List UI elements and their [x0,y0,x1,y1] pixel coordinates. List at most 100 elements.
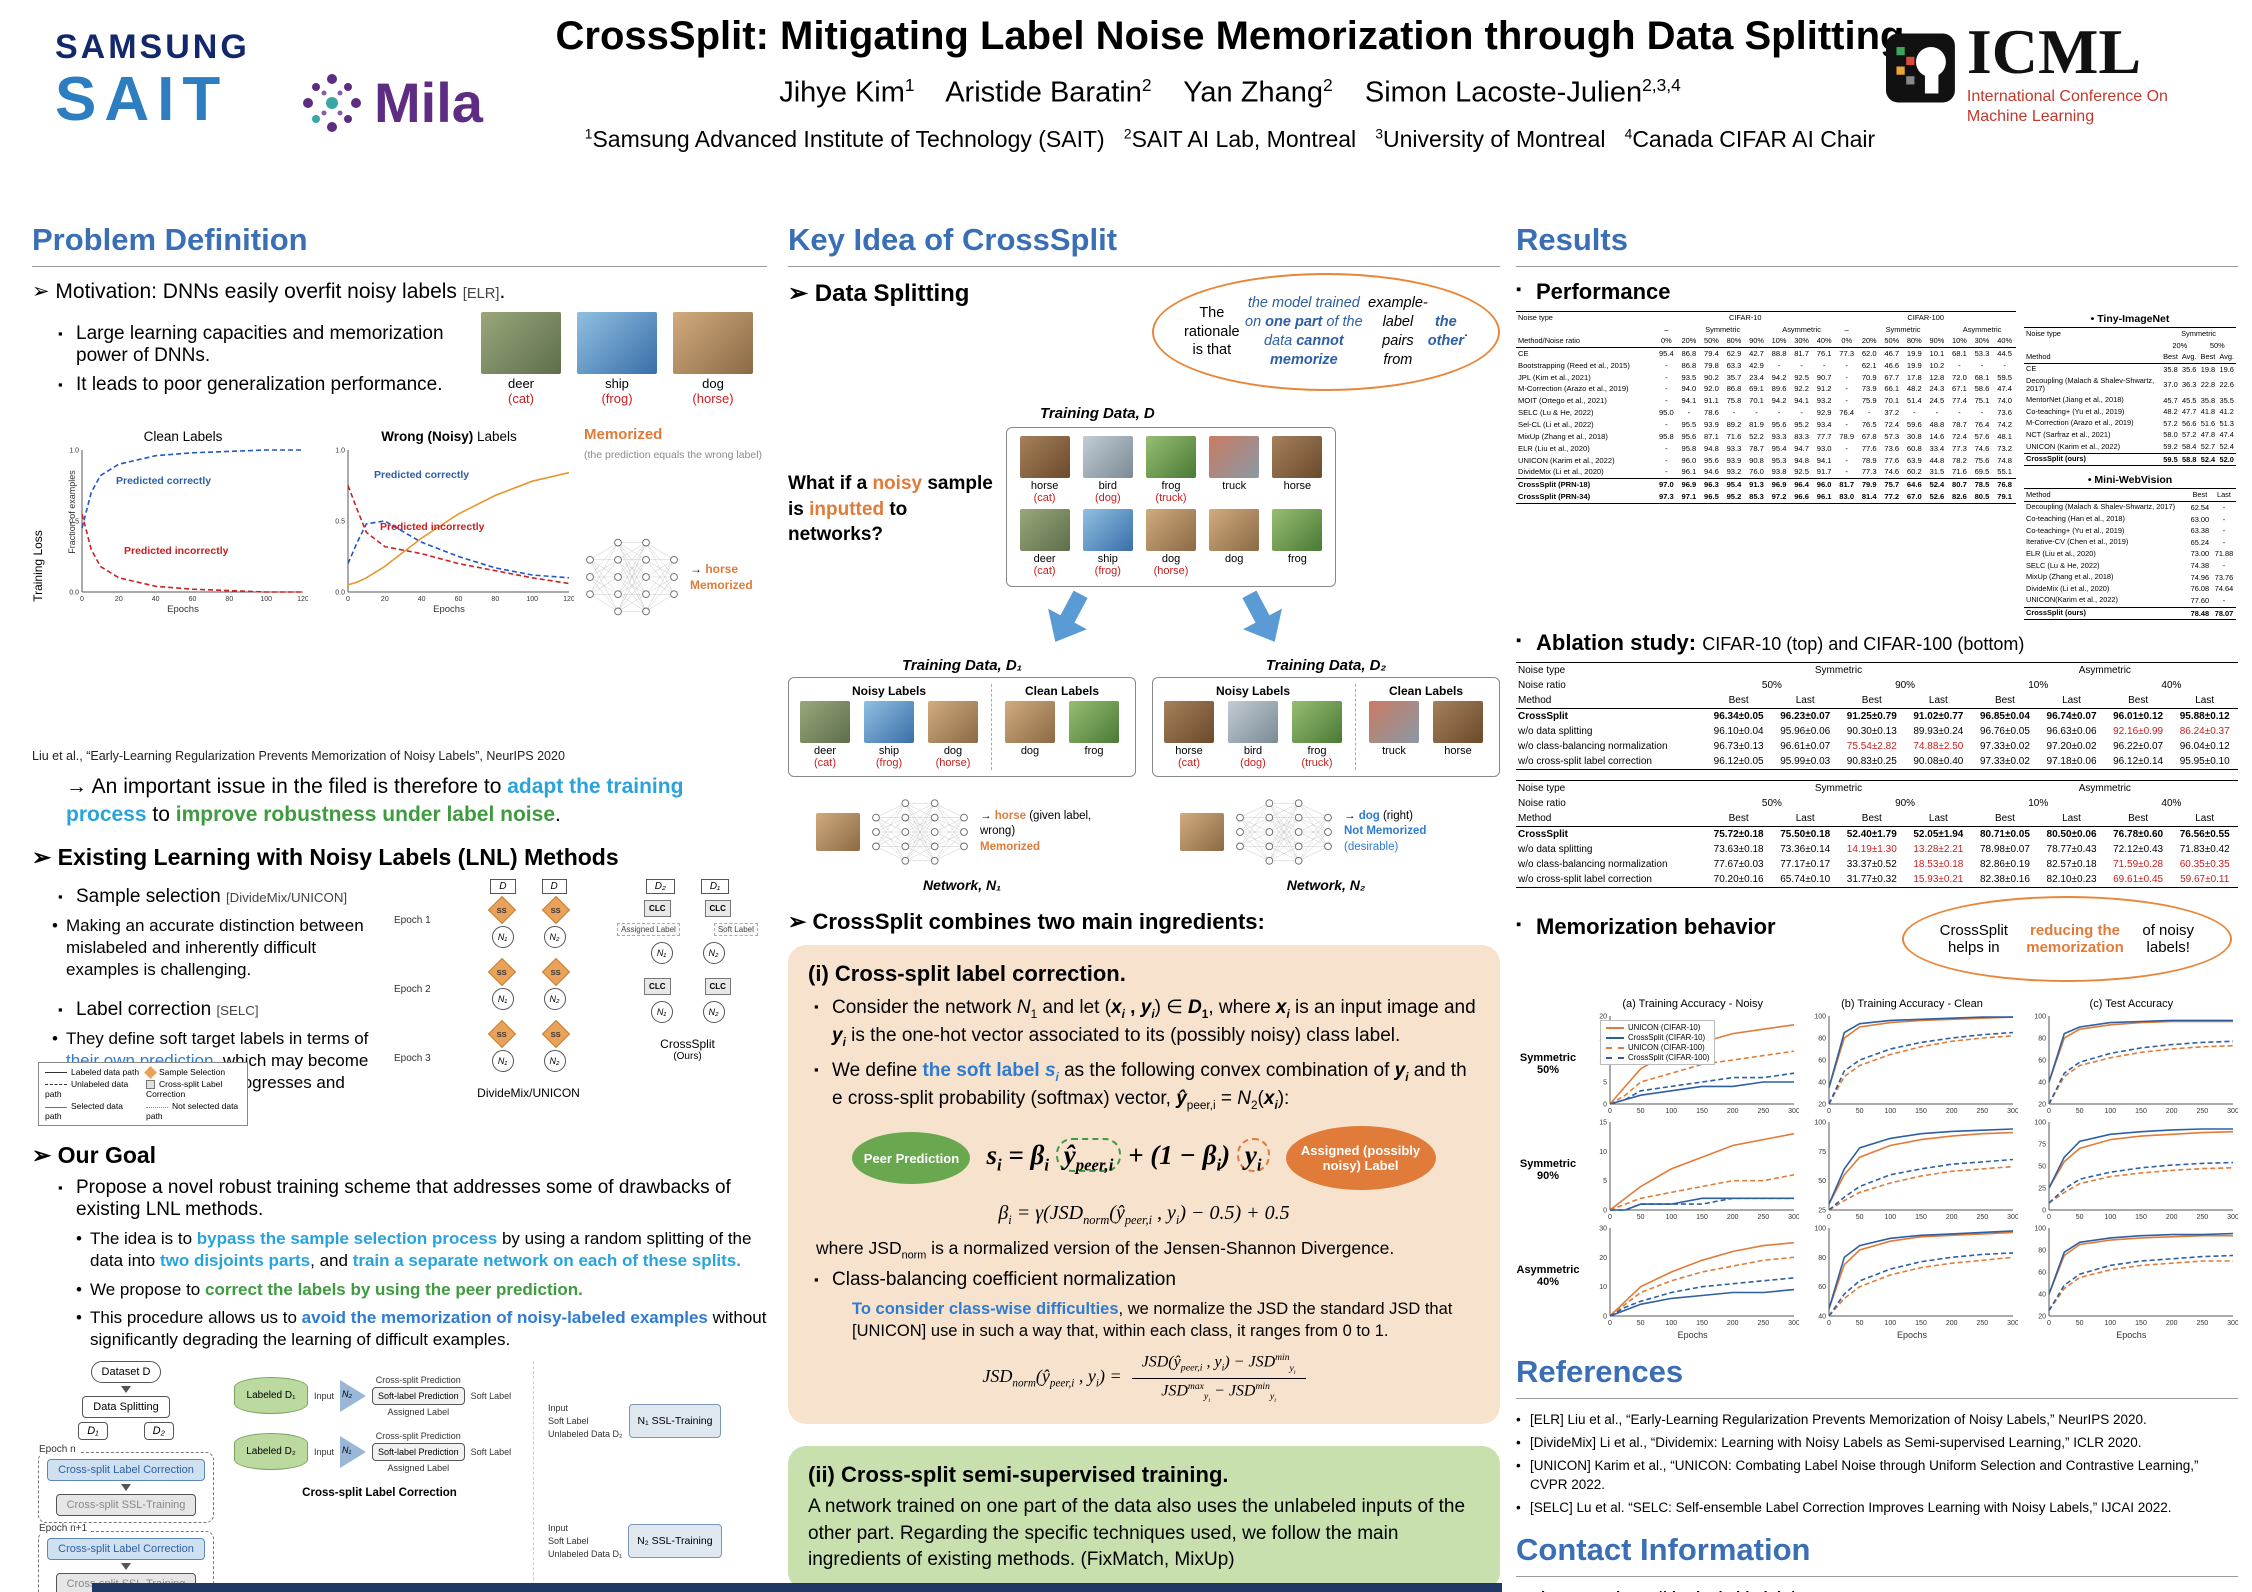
table-cell: 93.3 [1771,431,1787,441]
table-cell: 78.48 [2187,606,2212,621]
table-cell: 10.1 [1929,348,1945,358]
table-cell: 19.9 [1906,360,1922,370]
table-cell: 96.9 [1767,478,1791,492]
contact-heading: Contact Information [1516,1532,2238,1577]
svg-text:20: 20 [1599,1255,1607,1262]
svg-text:50: 50 [1637,1214,1645,1221]
class-balancing-text: To consider class-wise difficulties, we … [852,1299,1453,1340]
table-cell: CE [2026,364,2037,374]
row-label-asym40: Asymmetric 40% [1516,1264,1580,1289]
table-cell: 96.1 [1812,491,1836,505]
epoch-n-label: Epoch n [35,1443,80,1455]
table-cell: 37.2 [1884,408,1900,418]
table-cell: 69.1 [1749,384,1764,394]
table-cell: - [1845,420,1848,430]
existing-lnl-heading: ➢ Existing Learning with Noisy Labels (L… [32,843,619,870]
table-header-cell: 50% [1880,335,1904,348]
mini-webvision-title: Mini-WebVision [2024,474,2236,486]
table-cell: 96.61±0.07 [1780,741,1831,753]
cifar-image-frog: frog [1066,701,1122,770]
table-header-cell: Best [1971,811,2039,828]
table-cell: NCT (Sarfraz et al., 2021) [2026,429,2111,439]
table-cell: 97.20±0.02 [2046,741,2097,753]
project-page-link[interactable]: Project Page: https://rlawlgul.github.io… [1516,1589,2238,1592]
memorized-subtitle: (the prediction equals the wrong label) [584,449,763,462]
table-cell: 80.5 [1970,491,1994,505]
table-cell: 77.67±0.03 [1713,859,1764,871]
svg-text:0: 0 [80,596,84,603]
svg-text:50: 50 [1637,1108,1645,1115]
table-cell: 67.0 [1903,491,1926,505]
d-box: D [541,878,567,894]
svg-text:100: 100 [1885,1108,1897,1115]
svg-text:200: 200 [1727,1320,1739,1327]
table-cell: 73.6 [1997,408,2012,418]
table-cell: 91.1 [1704,396,1719,406]
table-cell: 22.6 [2219,380,2234,390]
table-cell: 95.5 [1681,420,1697,430]
chart-legend: UNICON (CIFAR-10)CrossSplit (CIFAR-10)UN… [1600,1020,1716,1066]
ingredient-2-text: A network trained on one part of the dat… [808,1496,1466,1571]
table-cell: 78.98±0.07 [1979,844,2030,856]
network-n1-figure: → horse (given label, wrong)Memorized Ne… [788,789,1136,893]
table-cell: 92.5 [1794,372,1809,382]
memorization-charts-grid: (a) Training Accuracy - Noisy (b) Traini… [1516,998,2239,1341]
legend-labeled-path: Labeled data path [45,1067,140,1077]
table-header-cell: Best [1705,811,1772,828]
cifar-image-truck: truck [1207,436,1262,505]
soft-label-label: Soft Label [470,1390,512,1401]
table-cell: 69.61±0.45 [2104,872,2172,889]
table-header-cell: 90% [1895,798,1916,810]
peer-prediction-badge: Peer Prediction [852,1132,971,1185]
svg-text:50: 50 [1856,1214,1864,1221]
table-header-cell: Last [2171,811,2238,828]
soft-label-label: Soft Label [470,1446,512,1457]
table-cell: - [1665,420,1668,430]
table-cell: 95.96±0.06 [1780,726,1831,738]
table-cell: 77.3 [1952,443,1967,453]
table-cell: 71.59±0.28 [2113,859,2164,871]
table-header-cell: 90% [1745,335,1768,348]
svg-text:80: 80 [491,596,499,603]
table-cell: 95.88±0.12 [2171,708,2238,725]
table-cell: 57.6 [1974,431,1990,441]
clean-chart-ylabel: Fraction of examples [66,470,77,554]
table-cell: 53.3 [1974,348,1990,358]
table-header-cell: 20% [1677,335,1701,348]
n2-ssl-training-box: N₂ SSL-Training [628,1523,722,1558]
epochs-xlabel: Epochs [1896,1330,1927,1341]
table-cell: 77.3 [1861,467,1877,477]
table-cell: 69.5 [1974,467,1990,477]
soft-label-prediction-box: Soft-label Prediction [372,1442,465,1461]
table-header-cell: Method [2024,351,2162,364]
svg-text:300: 300 [1788,1108,1799,1115]
clc-step-box: Cross-split Label Correction [47,1537,205,1560]
table-cell: 48.8 [1929,420,1945,430]
epoch-n1-block: Epoch n+1 Cross-split Label Correction C… [35,1522,214,1592]
table-cell: - [1800,408,1803,418]
reference-item: [UNICON] Karim et al., “UNICON: Combatin… [1516,1457,2238,1495]
table-cell: 93.3 [1726,443,1742,453]
table-cell: 60.2 [1906,467,1922,477]
table-header-cell: Last [2038,811,2105,828]
table-header-cell: Best [2161,351,2180,364]
svg-text:1.0: 1.0 [335,448,345,455]
rationale-speech-bubble: The rationale is that the model trained … [1152,273,1500,391]
table-cell: 70.9 [1861,372,1877,382]
table-header-cell: CIFAR-100 [1835,310,2016,324]
svg-text:100: 100 [2034,1120,2046,1127]
problem-definition-column: Problem Definition ➢ Motivation: DNNs ea… [31,222,767,1592]
table-cell: 80.7 [1948,478,1971,492]
svg-text:50: 50 [1819,1178,1827,1185]
svg-text:250: 250 [2196,1214,2208,1221]
cifar-image-ship: ship(frog) [1080,509,1135,578]
table-header-cell: 40% [2161,798,2182,810]
cifar-image-horse: horse(cat) [1017,436,1072,505]
table-cell: 95.99±0.03 [1771,754,1839,771]
crosssplit-caption: CrossSplit(Ours) [660,1036,715,1062]
table-header-cell: 10% [1767,335,1791,348]
